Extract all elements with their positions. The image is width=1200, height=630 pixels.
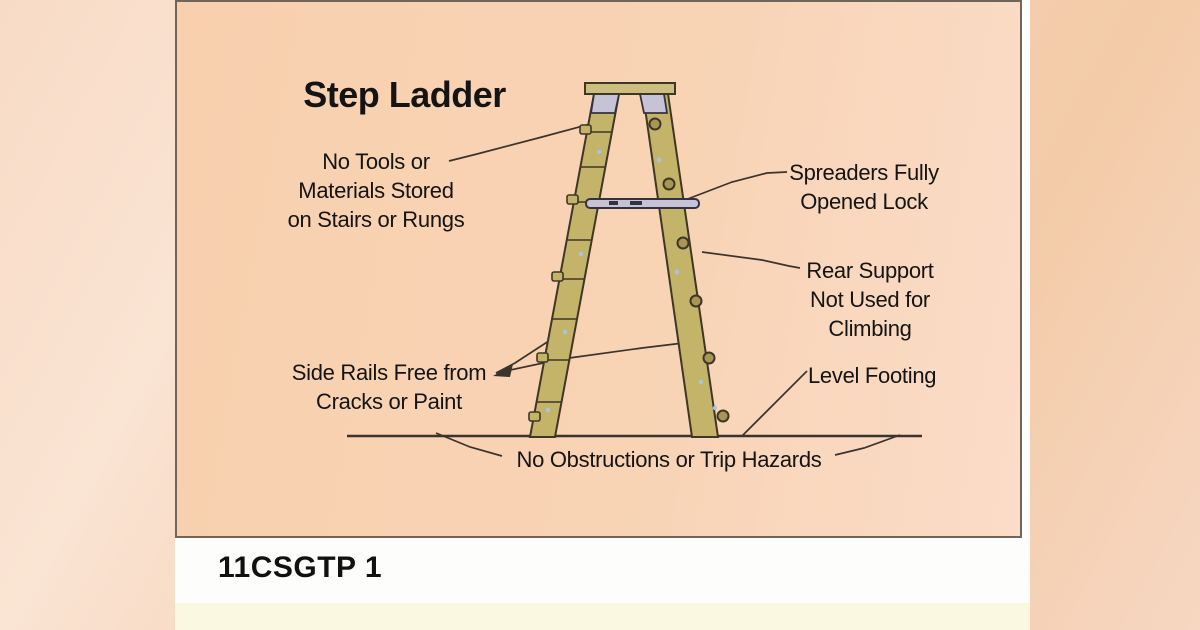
highlight-dots — [545, 149, 718, 413]
diagram-panel: Step Ladder No Tools or Materials Stored… — [175, 0, 1022, 538]
ladder-front-rail — [528, 93, 621, 438]
label-spreaders-lock: Spreaders Fully Opened Lock — [789, 160, 939, 214]
label-side-rails: Side Rails Free from Cracks or Paint — [291, 360, 487, 414]
leader-side-rail-front — [495, 334, 559, 374]
leader-side-rail-arrowhead — [493, 364, 513, 377]
leader-level-footing — [741, 370, 808, 437]
label-level-footing: Level Footing — [808, 363, 937, 388]
leader-no-tools — [448, 122, 595, 162]
label-no-tools: No Tools or Materials Stored on Stairs o… — [287, 149, 465, 232]
bottom-strip — [175, 603, 1030, 630]
step-ladder-illustration — [347, 82, 922, 457]
leader-no-obstructions-right — [834, 434, 901, 456]
step-end-tabs — [528, 124, 592, 422]
caption-text: 11CSGTP 1 — [218, 551, 383, 584]
image-card: Step Ladder No Tools or Materials Stored… — [175, 0, 1030, 630]
leader-spreaders — [684, 171, 788, 201]
ladder-rear-rail — [641, 93, 720, 438]
rear-rail-rivets — [648, 117, 730, 423]
diagram-title: Step Ladder — [303, 74, 506, 115]
front-hinge-bracket — [589, 93, 621, 114]
caption-strip: 11CSGTP 1 — [175, 538, 1030, 603]
label-rear-support: Rear Support Not Used for Climbing — [806, 258, 934, 341]
leader-side-rail-rear — [495, 340, 701, 374]
rear-hinge-bracket — [638, 93, 669, 114]
leader-rear-support — [701, 251, 801, 269]
spreader-bar — [585, 198, 700, 209]
spreader-lock-marks — [609, 201, 642, 205]
ladder-top-cap — [584, 82, 676, 95]
leader-no-obstructions-left — [435, 432, 503, 457]
label-no-obstructions: No Obstructions or Trip Hazards — [516, 447, 822, 472]
